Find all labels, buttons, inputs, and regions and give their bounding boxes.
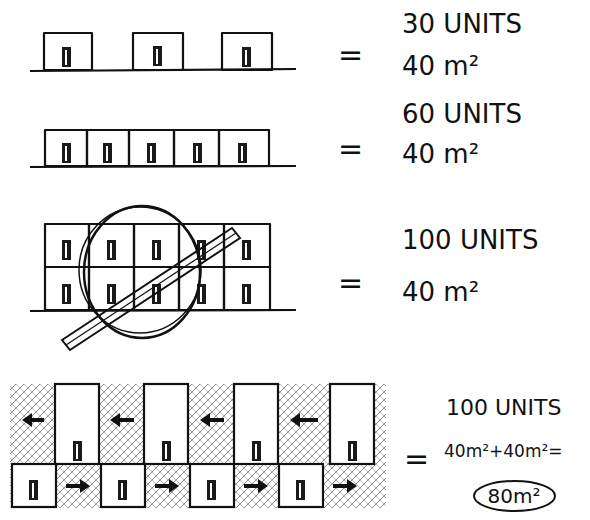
total-area: 80m² bbox=[472, 485, 557, 507]
circled-total: 80m² bbox=[472, 479, 557, 513]
sketch-note: 100 UNITS bbox=[402, 226, 538, 255]
sketch-note: 30 UNITS bbox=[402, 10, 522, 39]
equals-sign: = bbox=[338, 38, 363, 71]
equals-sign: = bbox=[338, 266, 363, 299]
sketch-note: 40 m² bbox=[402, 52, 479, 81]
sketch-note: 40 m² bbox=[402, 140, 479, 169]
sketch-note: 100 UNITS bbox=[446, 396, 561, 420]
equals-sign: = bbox=[338, 132, 363, 165]
equals-sign: = bbox=[404, 442, 429, 475]
sketch-note: 40m²+40m²= bbox=[444, 442, 563, 461]
sketch-note: 40 m² bbox=[402, 278, 479, 307]
sketch-note: 60 UNITS bbox=[402, 100, 522, 129]
